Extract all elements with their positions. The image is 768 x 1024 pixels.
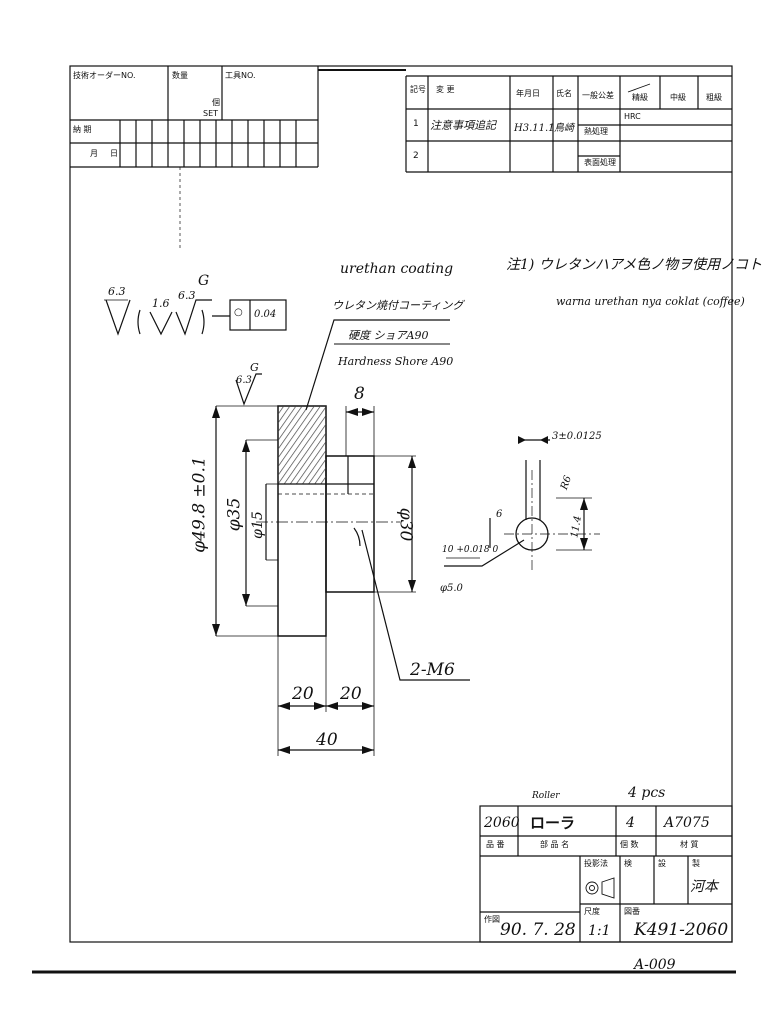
note-japanese: 注1) ウレタンハアメ色ノ物ヲ使用ノコト bbox=[506, 257, 763, 273]
drawing-number: K491-2060 bbox=[634, 920, 729, 940]
datum-g-side: G bbox=[250, 361, 259, 374]
roughness-value-1: 6.3 bbox=[108, 285, 126, 298]
part-name-label: 部 品 名 bbox=[540, 840, 570, 849]
roller-english: Roller bbox=[532, 791, 560, 801]
dim-diameter-30: φ30 bbox=[395, 507, 416, 542]
rev1-date: H3.11.1 bbox=[514, 123, 555, 134]
frame-border bbox=[69, 65, 733, 943]
day-label: 日 bbox=[110, 149, 118, 158]
document-reference: A-009 bbox=[634, 957, 676, 973]
surface-treatment-label: 表面処理 bbox=[584, 158, 616, 167]
dim-diameter-15: φ15 bbox=[249, 511, 266, 539]
roughness-g-value: 6.3 bbox=[236, 375, 252, 386]
part-number-label: 品 番 bbox=[486, 840, 505, 849]
fine-grade-label: 精級 bbox=[632, 93, 648, 102]
circularity-frame bbox=[229, 299, 287, 331]
projection-label: 投影法 bbox=[584, 859, 608, 868]
note-english: warna urethan nya coklat (coffee) bbox=[556, 295, 745, 308]
hub-body bbox=[325, 455, 375, 593]
tool-no-label: 工具NO. bbox=[225, 71, 256, 80]
dim-length-20a: 20 bbox=[292, 684, 314, 704]
quantity-mark: 4 bbox=[626, 815, 635, 831]
check-label: 検 bbox=[624, 859, 632, 868]
rev1-text: 注意事項追記 bbox=[430, 119, 496, 132]
rev2-mark: 2 bbox=[413, 151, 419, 161]
heat-treatment-label: 熱処理 bbox=[584, 127, 608, 136]
datum-g-top: G bbox=[198, 273, 210, 289]
material: A7075 bbox=[664, 815, 710, 831]
circularity-value: 0.04 bbox=[254, 309, 277, 320]
hrc-value: HRC bbox=[624, 112, 641, 121]
dim-length-20b: 20 bbox=[340, 684, 362, 704]
date-label: 年月日 bbox=[516, 89, 540, 98]
coarse-grade-label: 粗級 bbox=[706, 93, 722, 102]
roughness-value-2: 1.6 bbox=[152, 297, 170, 310]
scale-label: 尺度 bbox=[584, 907, 600, 916]
keyway-width: 3±0.0125 bbox=[552, 431, 602, 442]
drafter-name: 河本 bbox=[690, 879, 718, 895]
rev1-mark: 1 bbox=[413, 119, 419, 129]
bore-diameter: φ5.0 bbox=[440, 583, 463, 594]
part-number: 2060 bbox=[484, 815, 520, 831]
general-tolerance-label: 一般公差 bbox=[582, 91, 614, 100]
bore-tolerance: 10 +0.018 0 bbox=[442, 545, 499, 555]
hardness-english: Hardness Shore A90 bbox=[338, 355, 454, 368]
part-name: ローラ bbox=[530, 814, 576, 832]
dim-length-40: 40 bbox=[316, 730, 338, 750]
dim-diameter-49-8: φ49.8 ±0.1 bbox=[189, 456, 210, 553]
rev1-name: 鳥崎 bbox=[554, 123, 574, 134]
date-value: 90. 7. 28 bbox=[500, 920, 576, 940]
approve-label: 設 bbox=[658, 859, 666, 868]
dim-diameter-35: φ35 bbox=[224, 497, 245, 532]
material-label: 材 質 bbox=[680, 840, 699, 849]
drawing-number-label: 図番 bbox=[624, 907, 640, 916]
coating-english: urethan coating bbox=[340, 261, 454, 277]
quantity-note: 4 pcs bbox=[628, 785, 666, 801]
title-block-frame bbox=[479, 805, 733, 943]
keyway-6: 6 bbox=[496, 509, 503, 520]
change-label: 変 更 bbox=[436, 85, 455, 94]
set-label: SET bbox=[203, 109, 219, 118]
count-label: 個 数 bbox=[620, 840, 639, 849]
thread-callout: 2-M6 bbox=[410, 660, 455, 680]
dim-width-8: 8 bbox=[354, 384, 365, 404]
roughness-value-3: 6.3 bbox=[178, 289, 196, 302]
month-label: 月 bbox=[90, 149, 98, 158]
scale-value: 1:1 bbox=[588, 923, 611, 939]
drafter-label: 製 bbox=[692, 859, 700, 868]
name-label: 氏名 bbox=[556, 89, 572, 98]
hardness-japanese: 硬度 ショアA90 bbox=[348, 329, 429, 342]
delivery-label: 納 期 bbox=[73, 125, 92, 134]
tech-order-label: 技術オーダーNO. bbox=[73, 71, 136, 80]
circularity-symbol: ○ bbox=[234, 307, 243, 318]
coating-japanese: ウレタン焼付コーティング bbox=[332, 299, 464, 312]
symbol-label: 記号 bbox=[410, 85, 426, 94]
quantity-label: 数量 bbox=[172, 71, 188, 80]
made-label: 作図 bbox=[484, 915, 500, 924]
medium-grade-label: 中級 bbox=[670, 93, 686, 102]
each-label: 個 bbox=[212, 98, 220, 107]
